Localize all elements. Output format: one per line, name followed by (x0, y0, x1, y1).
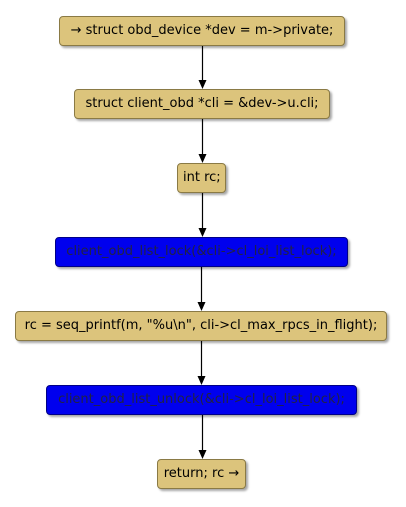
edge-arrow-4 (197, 267, 206, 311)
edge-arrowhead (198, 154, 207, 163)
edge-arrow-2 (198, 119, 207, 163)
edge-arrow-3 (198, 193, 207, 237)
node-rc-declaration[interactable]: int rc; (177, 163, 226, 193)
edge-arrowhead (197, 376, 206, 385)
node-cli-declaration[interactable]: struct client_obd *cli = &dev->u.cli; (74, 89, 330, 119)
node-return[interactable]: return; rc → (157, 459, 246, 489)
edge-arrow-1 (198, 46, 207, 89)
edge-arrowhead (198, 450, 207, 459)
edge-arrow-6 (198, 415, 207, 459)
node-list-unlock[interactable]: client_obd_list_unlock(&cli->cl_loi_list… (46, 385, 357, 415)
edge-arrow-5 (197, 341, 206, 385)
node-dev-declaration[interactable]: → struct obd_device *dev = m->private; (59, 16, 345, 46)
edge-arrowhead (198, 80, 207, 89)
node-list-lock[interactable]: client_obd_list_lock(&cli->cl_loi_list_l… (55, 237, 348, 267)
node-seq-printf[interactable]: rc = seq_printf(m, "%u\n", cli->cl_max_r… (15, 311, 387, 341)
edge-arrowhead (198, 228, 207, 237)
edge-arrowhead (197, 302, 206, 311)
